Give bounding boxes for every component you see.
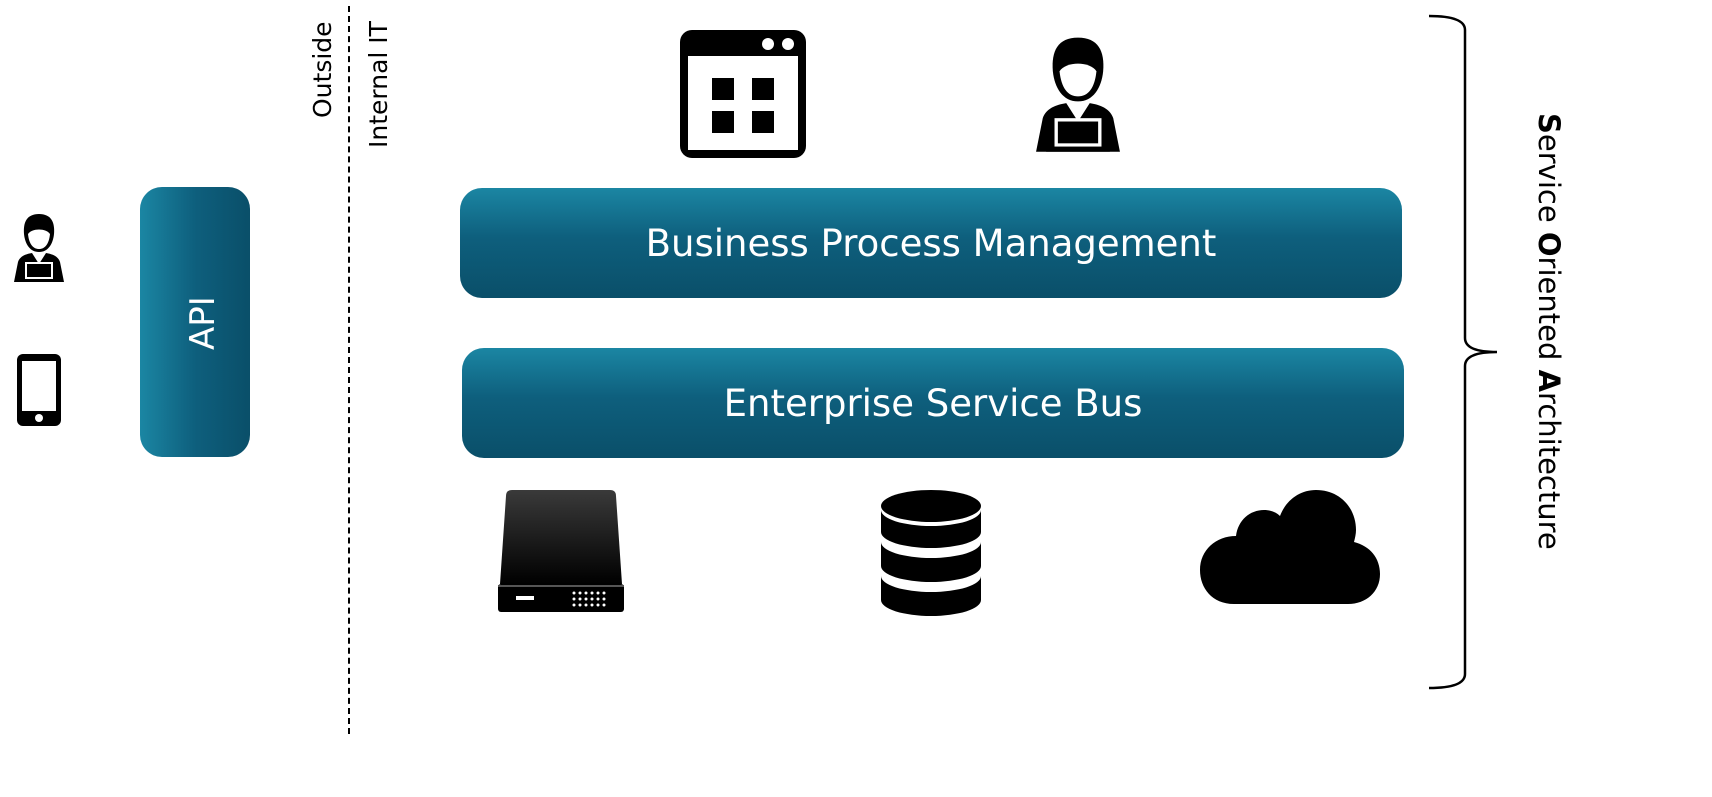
database-icon	[878, 488, 984, 618]
boundary-divider	[348, 6, 350, 734]
hard-drive-icon	[496, 486, 626, 616]
bpm-layer: Business Process Management	[460, 188, 1402, 298]
esb-layer: Enterprise Service Bus	[462, 348, 1404, 458]
soa-title: Service Oriented Architecture	[1532, 113, 1566, 550]
soa-initial-s: S	[1532, 113, 1566, 134]
external-user-icon	[8, 210, 70, 284]
soa-initial-o: O	[1532, 231, 1566, 257]
api-box	[140, 187, 250, 457]
soa-word-service: ervice	[1532, 133, 1566, 232]
internal-it-zone-label: Internal IT	[364, 21, 393, 148]
soa-word-oriented: riented	[1532, 256, 1566, 370]
esb-label: Enterprise Service Bus	[723, 381, 1143, 425]
outside-zone-label: Outside	[308, 21, 337, 118]
soa-bracket	[1425, 12, 1505, 692]
soa-initial-a: A	[1532, 369, 1566, 393]
api-label: API	[183, 296, 223, 350]
internal-user-icon	[1026, 28, 1130, 158]
smartphone-icon	[15, 352, 63, 428]
app-window-icon	[678, 28, 808, 160]
bpm-label: Business Process Management	[645, 221, 1217, 265]
cloud-icon	[1198, 488, 1382, 606]
soa-word-architecture: rchitecture	[1532, 392, 1566, 550]
